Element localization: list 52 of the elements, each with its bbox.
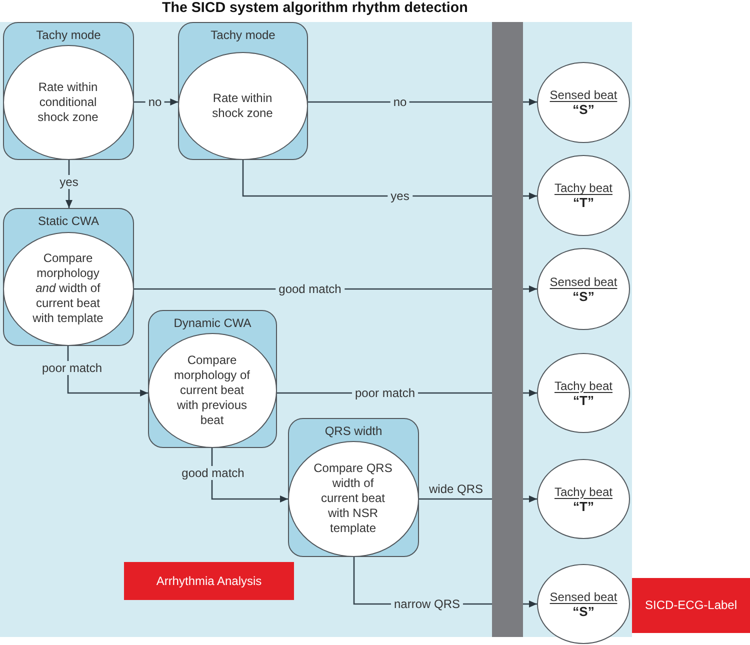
step-heading: Static CWA — [38, 214, 99, 229]
connector-line — [308, 101, 492, 103]
decision-ellipse — [2, 232, 134, 346]
beat-code: “T” — [573, 392, 594, 408]
step-panel — [178, 22, 308, 160]
step-heading: Tachy mode — [210, 28, 276, 43]
beat-code: “S” — [572, 102, 594, 117]
step-panel — [148, 310, 277, 448]
beat-code: “S” — [572, 288, 594, 304]
arrow — [523, 192, 537, 200]
beat-type: Tachy beat — [554, 484, 613, 498]
edge-label: good match — [276, 282, 344, 296]
step-panel — [3, 208, 134, 346]
arrow — [523, 286, 537, 292]
arrow — [523, 496, 537, 502]
edge-label: narrow QRS — [390, 597, 464, 611]
decision-ellipse — [288, 440, 418, 556]
beat-type: Tachy beat — [554, 378, 613, 392]
decision-ellipse — [2, 44, 134, 160]
step-heading: Dynamic CWA — [174, 316, 252, 331]
arrow — [523, 600, 537, 608]
connector-line — [242, 160, 492, 197]
step-heading: QRS width — [324, 424, 382, 439]
beat-type: Sensed beat — [550, 88, 618, 102]
beat-type: Sensed beat — [550, 274, 618, 288]
arrow — [523, 390, 537, 396]
arrow — [523, 98, 537, 106]
arrow — [211, 448, 288, 502]
decision-text: Compare morphology and width of current beat with template — [32, 251, 104, 326]
decision-text: Rate within shock zone — [211, 90, 274, 120]
decision-text: Compare morphology of current beat with previous beat — [172, 352, 252, 428]
step-heading: Tachy mode — [36, 28, 101, 43]
separator-bar — [492, 22, 523, 637]
decision-text: Compare QRS width of current beat with NSR template — [312, 461, 394, 536]
label-tag — [632, 578, 750, 633]
decision-text: Rate within conditional shock zone — [36, 80, 100, 124]
beat-type: Tachy beat — [554, 181, 613, 195]
diagram-title: The SICD system algorithm rhythm detection — [162, 0, 468, 17]
step-panel — [288, 418, 419, 557]
step-panel — [3, 22, 134, 160]
beat-type: Sensed beat — [550, 590, 618, 604]
beat-code: “T” — [573, 195, 594, 210]
tag-text: SICD-ECG-Label — [644, 598, 738, 613]
label-tag — [124, 562, 294, 600]
beat-code: “T” — [573, 498, 594, 514]
decision-ellipse — [178, 52, 308, 160]
edge-label: poor match — [352, 386, 418, 400]
connector-line — [419, 498, 492, 500]
arrow — [67, 346, 148, 396]
tag-text: Arrhythmia Analysis — [156, 574, 262, 588]
decision-ellipse — [148, 332, 276, 448]
beat-code: “S” — [572, 604, 594, 618]
